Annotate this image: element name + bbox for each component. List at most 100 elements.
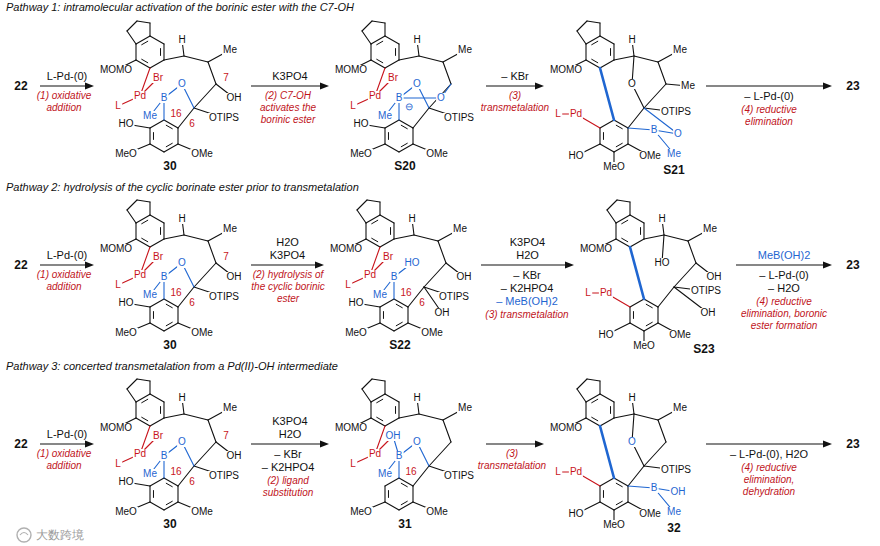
step-note: (2) C7-OH activates the borinic ester: [248, 90, 328, 126]
bond-line: [177, 486, 178, 502]
bond-line: [184, 56, 208, 62]
atom-label: B: [390, 272, 399, 282]
bond-line: [407, 307, 408, 323]
atom-label: MeO: [114, 149, 138, 159]
reagent-label: – K2HPO4: [487, 282, 567, 295]
atom-label: OH: [706, 272, 723, 282]
bond-line: [150, 502, 164, 510]
bond-line: [629, 202, 630, 215]
atom-label: OTIPS: [690, 286, 722, 296]
atom-label: L: [349, 459, 357, 469]
reagent-label: – H2O: [744, 282, 824, 295]
bond-line: [644, 323, 658, 331]
bond-line: [412, 128, 413, 144]
arrow-head: [320, 441, 329, 448]
bond-line: [379, 202, 380, 215]
bond-line: [164, 299, 178, 307]
bond-line: [150, 418, 164, 426]
bond-line: [419, 56, 443, 62]
compound-number-node: 23: [838, 78, 868, 94]
bond-line: [380, 299, 394, 307]
atom-label: H: [627, 393, 636, 403]
reaction-arrow: [486, 83, 544, 90]
compound-number: 23: [846, 80, 859, 92]
double-bond-line: [166, 304, 173, 308]
bond-line: [136, 36, 150, 44]
atom-label: Me: [377, 469, 393, 479]
bond-line: [586, 418, 600, 426]
bond-line: [371, 60, 385, 68]
compound-number: 30: [163, 339, 176, 351]
atom-label: 16: [169, 109, 182, 119]
atom-label: OTIPS: [660, 465, 692, 475]
bond-line: [164, 478, 178, 486]
atom-label: Me: [142, 469, 158, 479]
step-note: (1) oxidative addition: [29, 448, 99, 472]
bond-line: [362, 31, 371, 44]
double-bond-line: [633, 311, 634, 319]
bond-line: [688, 241, 696, 263]
watermark: 大数跨境: [36, 528, 84, 542]
bond-line: [644, 84, 666, 108]
atom-label: O: [412, 437, 422, 447]
bond-line: [150, 323, 164, 331]
bond-line: [412, 486, 413, 502]
bond-line: [384, 23, 385, 36]
bond-line: [208, 420, 216, 442]
atom-label: OH: [226, 451, 243, 461]
atom-label: Me: [457, 45, 473, 55]
compound-structure: S20BrLPdMOMOB⊖OOMeOTIPSHOMeOOMeHMe: [335, 14, 480, 176]
bond-line: [629, 307, 630, 323]
double-bond-line: [591, 41, 598, 45]
atom-label: HO: [118, 298, 135, 308]
atom-label: H: [657, 214, 666, 224]
atom-label: 7: [222, 252, 230, 262]
atom-label: Me: [222, 403, 238, 413]
atom-label: Me: [372, 290, 388, 300]
step-note: (3) transmetalation: [482, 309, 572, 321]
atom-label: Pd: [368, 449, 382, 459]
bond-line: [208, 62, 216, 84]
compound-structure: 30MOMOBrPdLBOMe16HMe7OH6OTIPSHOMeOOMe: [100, 14, 245, 176]
bond-line: [150, 394, 164, 402]
double-bond-line: [591, 399, 598, 403]
arrow-head: [823, 83, 832, 90]
bond-line: [163, 223, 164, 239]
atom-label: OTIPS: [208, 471, 240, 481]
bond-line: [150, 120, 164, 128]
bond-line: [443, 62, 451, 84]
atom-label: Me: [377, 111, 393, 121]
double-bond-line: [388, 132, 389, 140]
atom-label: Pd: [133, 91, 147, 101]
atom-label: OMe: [425, 149, 449, 159]
bond-line: [414, 235, 438, 241]
atom-label: Me: [672, 45, 688, 55]
bond-line: [424, 263, 446, 287]
reaction-arrow: [40, 441, 94, 448]
bond-line: [599, 23, 600, 36]
step-note: (3) transmetalation: [475, 90, 555, 114]
double-bond-line: [616, 483, 623, 487]
atom-label: OH: [670, 487, 687, 497]
bond-line: [163, 402, 164, 418]
atom-label: Me: [666, 507, 682, 517]
bond-line: [384, 486, 385, 502]
double-bond-line: [401, 143, 408, 147]
double-bond-line: [388, 490, 389, 498]
reaction-arrow: [706, 83, 832, 90]
atom-label: L: [554, 109, 562, 119]
atom-label: OMe: [190, 149, 214, 159]
atom-label: Br: [152, 73, 164, 83]
bond-line: [127, 389, 136, 402]
atom-label: Pd: [363, 270, 377, 280]
atom-label: ⊖: [404, 102, 414, 112]
atom-label: H: [407, 214, 416, 224]
bond-line: [380, 323, 394, 331]
bond-line: [385, 502, 399, 510]
bond-line: [164, 120, 178, 128]
bond-line: [184, 414, 208, 420]
bond-line: [600, 418, 614, 426]
atom-label: HO: [568, 509, 585, 519]
atom-label: B: [395, 93, 404, 103]
compound-structure: S21MOMOLPdHMeMeOOTIPSBOMeHOMeOOMe: [550, 14, 700, 178]
